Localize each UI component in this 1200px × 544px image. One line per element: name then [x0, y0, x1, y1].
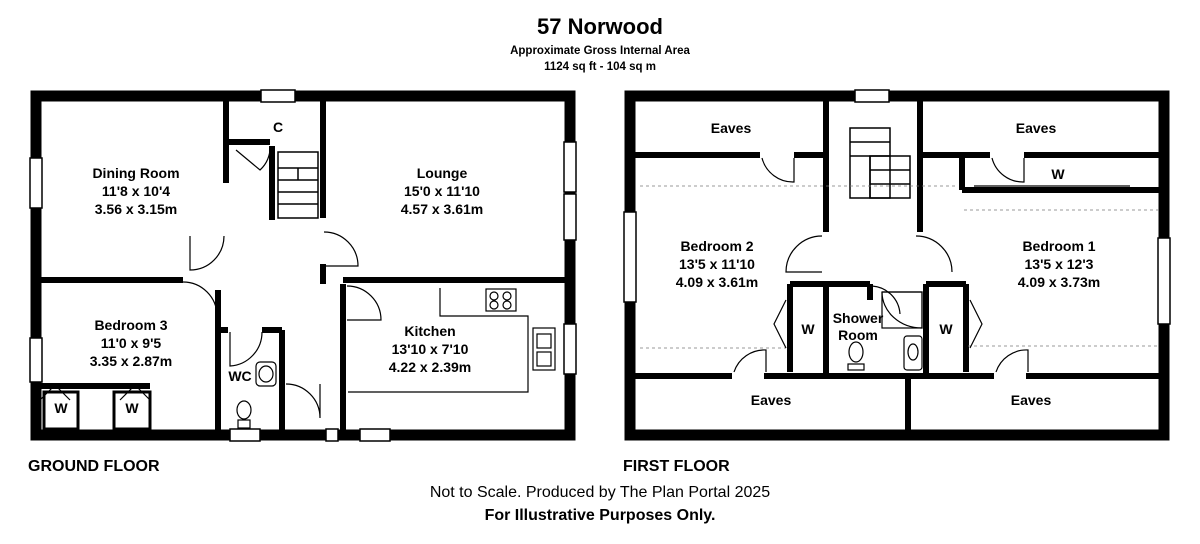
eaves-top-left-name: Eaves: [711, 120, 752, 136]
dining-room-name: Dining Room: [92, 165, 179, 181]
bedroom1-wardrobe-top-name: W: [1051, 166, 1065, 182]
disclaimer: For Illustrative Purposes Only.: [484, 507, 716, 524]
area-value: 1124 sq ft - 104 sq m: [544, 61, 656, 73]
wc-name: WC: [228, 368, 251, 384]
bedroom2-metric: 4.09 x 3.61m: [676, 274, 759, 290]
eaves-top-right-name: Eaves: [1016, 120, 1057, 136]
lounge-name: Lounge: [417, 165, 468, 181]
wardrobe-right-name: W: [125, 400, 139, 416]
ground-floor-plan: [29, 89, 577, 442]
cupboard-name: C: [273, 119, 283, 135]
shower-room-line2: Room: [838, 327, 878, 343]
kitchen-name: Kitchen: [404, 323, 455, 339]
bedroom1-name: Bedroom 1: [1022, 238, 1095, 254]
bedroom3-name: Bedroom 3: [94, 317, 167, 333]
bedroom1-imperial: 13'5 x 12'3: [1025, 256, 1094, 272]
plan-title: 57 Norwood: [537, 14, 663, 39]
eaves-bottom-right-name: Eaves: [1011, 392, 1052, 408]
bedroom3-metric: 3.35 x 2.87m: [90, 353, 173, 369]
lounge-imperial: 15'0 x 11'10: [404, 183, 480, 199]
dining-room-metric: 3.56 x 3.15m: [95, 201, 178, 217]
bedroom1-metric: 4.09 x 3.73m: [1018, 274, 1101, 290]
scale-note: Not to Scale. Produced by The Plan Porta…: [429, 484, 771, 501]
shower-room-line1: Shower: [833, 310, 884, 326]
bedroom3-imperial: 11'0 x 9'5: [101, 335, 162, 351]
bedroom2-name: Bedroom 2: [680, 238, 753, 254]
ground-floor-label: GROUND FLOOR: [28, 458, 160, 475]
wardrobe-left-name: W: [54, 400, 68, 416]
kitchen-imperial: 13'10 x 7'10: [392, 341, 469, 357]
dining-room-imperial: 11'8 x 10'4: [102, 183, 170, 199]
bedroom1-wardrobe-side-name: W: [939, 321, 953, 337]
kitchen-metric: 4.22 x 2.39m: [389, 359, 472, 375]
first-floor-plan: [623, 89, 1171, 441]
area-label: Approximate Gross Internal Area: [510, 45, 690, 57]
bedroom2-wardrobe-name: W: [801, 321, 815, 337]
eaves-bottom-left-name: Eaves: [751, 392, 792, 408]
lounge-metric: 4.57 x 3.61m: [401, 201, 484, 217]
first-floor-label: FIRST FLOOR: [623, 458, 730, 475]
bedroom2-imperial: 13'5 x 11'10: [679, 256, 755, 272]
